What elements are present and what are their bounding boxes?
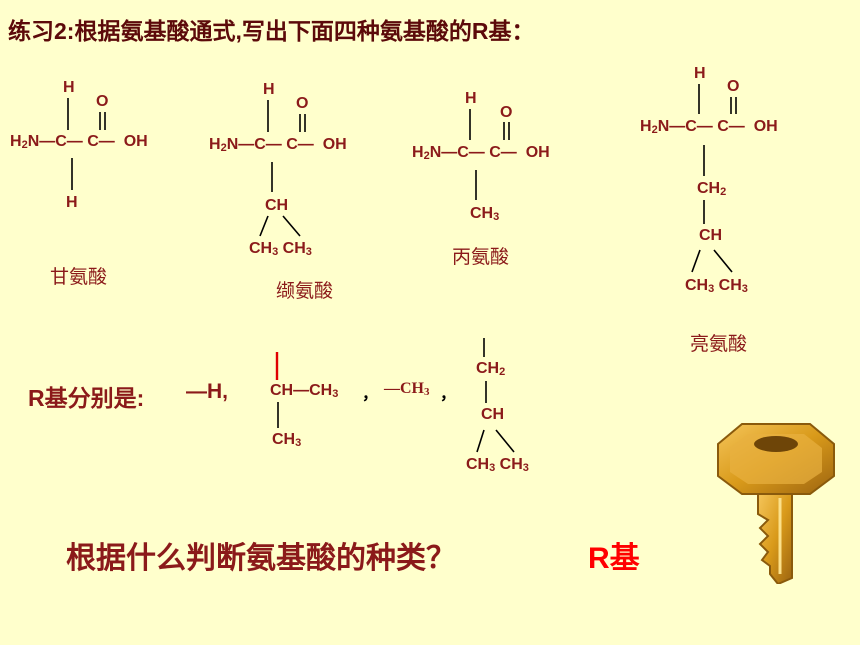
bond [282,215,301,237]
alanine-name: 丙氨酸 [452,247,510,268]
alanine-h-top: H [465,90,477,107]
alanine-ch3: CH3 [470,205,500,223]
valine-ch3-pair: CH3 CH3 [249,240,312,258]
r-group-alanine: —CH3 [384,380,430,398]
r-leucine-ch3-pair: CH3 CH3 [466,456,529,474]
leucine-ch3-pair: CH3 CH3 [685,277,748,295]
bond [259,215,269,237]
bond [691,249,701,273]
valine-h-top: H [263,81,275,98]
r-valine-main: CH—CH3 [270,382,339,400]
bond [495,429,515,453]
separator-1: ， [362,386,379,403]
r-group-label: R基分别是: [28,385,145,411]
glycine-h-top: H [63,79,75,96]
separator-2: ， [440,386,457,403]
leucine-o: O [727,78,740,95]
alanine-o: O [500,104,513,121]
r-group-glycine: —H, [186,380,228,403]
glycine-h-bottom: H [66,194,78,211]
answer-text: R基 [588,542,640,575]
r-leucine-ch: CH [481,406,505,423]
key-icon [717,423,835,584]
leucine-h-top: H [694,65,706,82]
bond [476,429,485,453]
glycine-name: 甘氨酸 [50,267,108,288]
valine-backbone: H2N—C— C— OH [209,136,347,154]
valine-name: 缬氨酸 [276,281,334,302]
glycine-o: O [96,93,109,110]
alanine-backbone: H2N—C— C— OH [412,144,550,162]
bond [713,249,733,273]
r-valine-branch: CH3 [272,431,302,449]
leucine-ch: CH [699,227,723,244]
valine-ch: CH [265,197,289,214]
leucine-backbone: H2N—C— C— OH [640,118,778,136]
exercise-title: 练习2:根据氨基酸通式,写出下面四种氨基酸的R基： [8,18,535,44]
valine-o: O [296,95,309,112]
leucine-name: 亮氨酸 [690,334,748,355]
r-leucine-ch2: CH2 [476,360,506,378]
leucine-ch2: CH2 [697,180,727,198]
question-text: 根据什么判断氨基酸的种类？ [66,542,456,575]
glycine-backbone: H2N—C— C— OH [10,133,148,151]
